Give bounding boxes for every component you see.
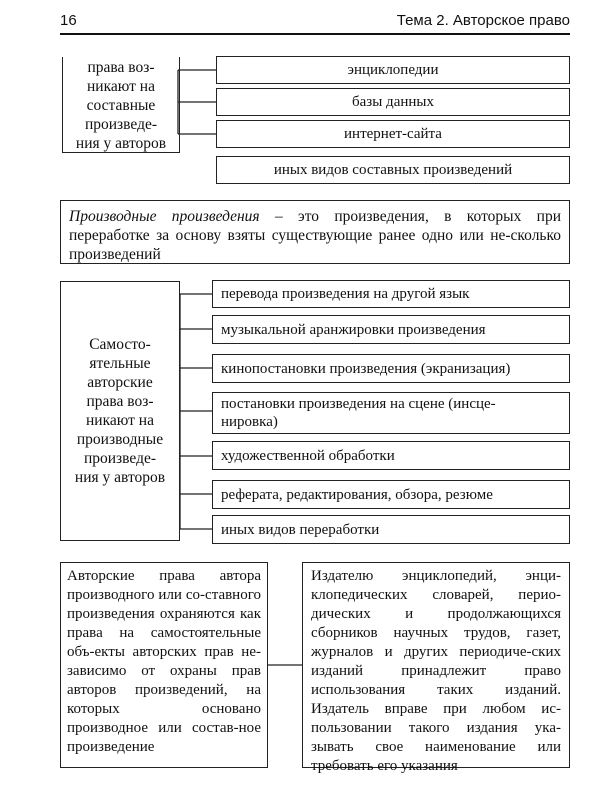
derivative-item: иных видов переработки <box>212 515 570 544</box>
definition-term: Производные произведения <box>69 208 260 225</box>
derivative-item: музыкальной аранжировки произведения <box>212 315 570 344</box>
definition-box: Производные произведения – это произведе… <box>60 200 570 264</box>
publisher-rights-note: Издателю энциклопедий, энци-клопедически… <box>302 562 570 774</box>
running-title: Тема 2. Авторское право <box>396 12 570 29</box>
composite-left-label: права воз- никают на составные произведе… <box>75 58 167 152</box>
composite-item: базы данных <box>216 88 570 116</box>
composite-item: иных видов составных произведений <box>216 156 570 184</box>
derivative-item: художественной обработки <box>212 441 570 470</box>
derivative-item: постановки произведения на сцене (инсце-… <box>212 392 570 434</box>
composite-left-bracket <box>62 57 180 153</box>
composite-item: энциклопедии <box>216 56 570 84</box>
derivative-rights-note: Авторские права автора производного или … <box>60 562 268 768</box>
derivative-item: реферата, редактирования, обзора, резюме <box>212 480 570 509</box>
derivative-item: перевода произведения на другой язык <box>212 280 570 308</box>
derivative-left-label: Самосто- ятельные авторские права воз- н… <box>60 281 180 541</box>
derivative-item: кинопостановки произведения (экранизация… <box>212 354 570 383</box>
composite-item: интернет-сайта <box>216 120 570 148</box>
header-rule <box>60 33 570 35</box>
definition-text: – это произведения, в которых при перера… <box>69 208 561 263</box>
page-number: 16 <box>60 12 77 29</box>
